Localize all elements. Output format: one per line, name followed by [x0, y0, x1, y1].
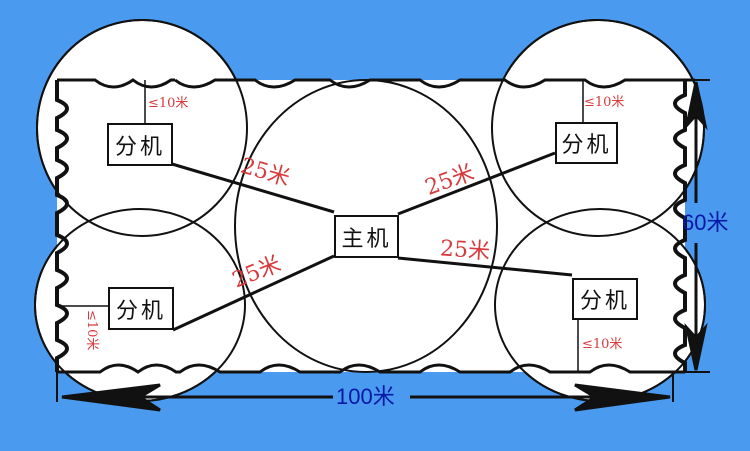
dimension-arrows — [61, 81, 708, 412]
coverage-circle-main — [234, 79, 498, 373]
arrow-down-icon — [684, 322, 708, 371]
width-dimension-label: 100米 — [336, 384, 395, 409]
link-lines — [60, 80, 584, 372]
wall-distance-label-bottom-left: ≤10米 — [84, 310, 99, 351]
wall-distance-label-top-left: ≤10米 — [148, 96, 189, 111]
sub-unit-label: 分机 — [579, 289, 630, 314]
sub-unit-box-bottom-right: 分机 — [572, 278, 638, 320]
arrow-right-icon — [574, 383, 671, 412]
sub-unit-box-top-left: 分机 — [107, 123, 173, 166]
distance-label-bottom-right: 25米 — [439, 236, 491, 265]
main-unit-label: 主机 — [341, 226, 392, 252]
sub-unit-box-bottom-left: 分机 — [108, 287, 174, 330]
sub-unit-box-top-right: 分机 — [555, 122, 618, 164]
wall-distance-label-bottom-right: ≤10米 — [582, 337, 623, 352]
height-dimension-label: 60米 — [682, 210, 729, 235]
walls — [55, 78, 710, 402]
arrow-left-icon — [61, 383, 161, 412]
sub-unit-label: 分机 — [115, 298, 166, 324]
arrow-up-icon — [684, 81, 708, 131]
sub-unit-label: 分机 — [561, 133, 612, 158]
main-unit-box: 主机 — [334, 215, 399, 258]
sub-unit-label: 分机 — [114, 134, 165, 160]
wall-distance-label-top-right: ≤10米 — [584, 95, 625, 110]
